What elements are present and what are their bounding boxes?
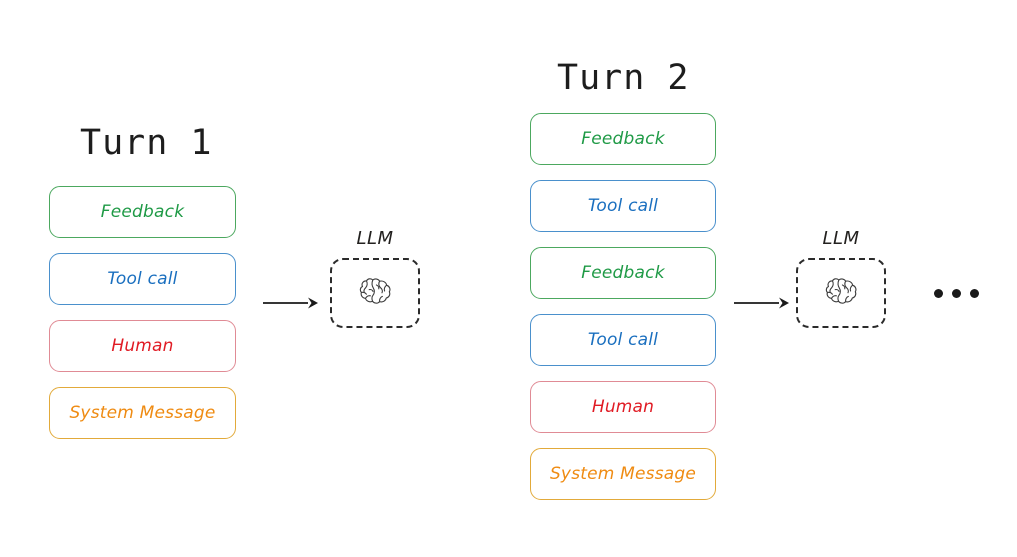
message-label: Human: [111, 336, 174, 356]
llm-group-1: LLM: [330, 228, 420, 328]
turn-2-message-stack: Feedback Tool call Feedback Tool call Hu…: [530, 113, 716, 500]
message-box-feedback[interactable]: Feedback: [49, 186, 236, 238]
continuation-ellipsis: [934, 289, 979, 298]
message-label: Tool call: [587, 330, 659, 350]
turn-1-message-stack: Feedback Tool call Human System Message: [49, 186, 236, 439]
message-label: Tool call: [107, 269, 178, 289]
brain-icon: [359, 278, 391, 304]
arrow-turn2-to-llm: [733, 294, 791, 316]
message-box-tool-call[interactable]: Tool call: [530, 314, 716, 366]
ellipsis-dot: [952, 289, 961, 298]
turn-1-title: Turn 1: [80, 123, 213, 163]
brain-icon: [825, 278, 857, 304]
llm-label: LLM: [356, 228, 394, 249]
message-box-tool-call[interactable]: Tool call: [49, 253, 236, 305]
message-label: System Message: [549, 464, 697, 484]
arrow-right-icon: [263, 297, 318, 309]
llm-box[interactable]: [796, 258, 886, 328]
llm-group-2: LLM: [796, 228, 886, 328]
turn-2-title: Turn 2: [557, 58, 690, 98]
message-box-system-message[interactable]: System Message: [49, 387, 236, 439]
ellipsis-dot: [970, 289, 979, 298]
llm-box[interactable]: [330, 258, 420, 328]
message-box-feedback[interactable]: Feedback: [530, 247, 716, 299]
message-box-human[interactable]: Human: [49, 320, 236, 372]
message-box-tool-call[interactable]: Tool call: [530, 180, 716, 232]
message-box-human[interactable]: Human: [530, 381, 716, 433]
message-label: Tool call: [587, 196, 659, 216]
arrow-turn1-to-llm: [262, 294, 320, 316]
message-label: System Message: [69, 403, 216, 423]
arrow-right-icon: [734, 297, 789, 309]
message-box-feedback[interactable]: Feedback: [530, 113, 716, 165]
llm-label: LLM: [822, 228, 860, 249]
message-box-system-message[interactable]: System Message: [530, 448, 716, 500]
ellipsis-dot: [934, 289, 943, 298]
message-label: Feedback: [581, 263, 665, 283]
message-label: Feedback: [581, 129, 665, 149]
message-label: Human: [591, 397, 655, 417]
message-label: Feedback: [100, 202, 185, 222]
